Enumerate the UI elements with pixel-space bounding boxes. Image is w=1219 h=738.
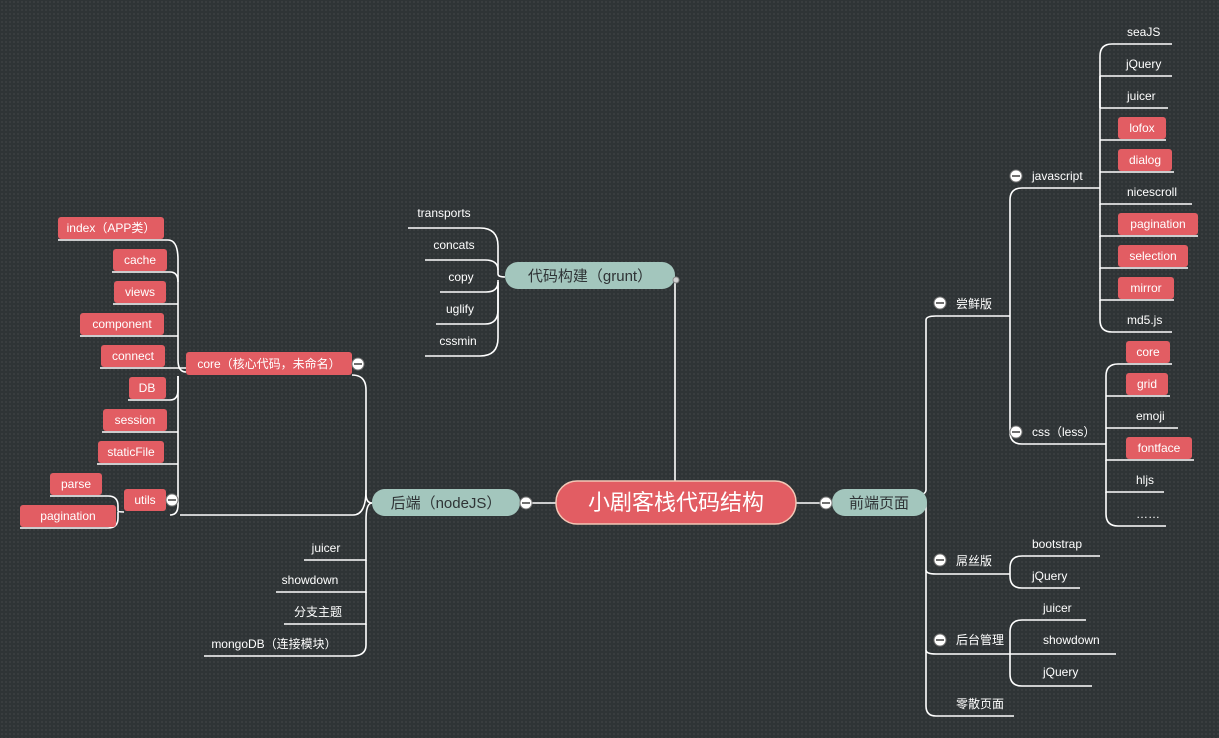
core-child-connect-label: connect bbox=[112, 349, 155, 363]
js-libs: seaJS jQuery juicer lofox dialog nicescr… bbox=[1118, 25, 1198, 327]
backend-juicer[interactable]: juicer bbox=[311, 541, 341, 555]
root-node[interactable]: 小剧客栈代码结构 bbox=[555, 480, 797, 525]
core-child-component-label: component bbox=[92, 317, 152, 331]
js-lib-nicescroll[interactable]: nicescroll bbox=[1127, 185, 1177, 199]
ds-libs: bootstrap jQuery bbox=[1031, 537, 1082, 583]
branch-grunt[interactable]: 代码构建（grunt） bbox=[505, 262, 675, 289]
core-node[interactable]: core（核心代码，未命名） bbox=[186, 352, 352, 375]
css-lib-core[interactable]: core bbox=[1126, 341, 1170, 363]
grunt-task-concats[interactable]: concats bbox=[433, 238, 474, 252]
backend-branch-topic[interactable]: 分支主题 bbox=[294, 605, 342, 619]
js-lib-selection[interactable]: selection bbox=[1118, 245, 1188, 267]
js-lib-jquery[interactable]: jQuery bbox=[1125, 57, 1161, 71]
css-libs: core grid emoji fontface hljs …… bbox=[1126, 341, 1192, 521]
collapse-toggle-grunt[interactable] bbox=[672, 276, 680, 284]
branch-grunt-label: 代码构建（grunt） bbox=[528, 268, 652, 285]
backend-others: juicer showdown 分支主题 mongoDB（连接模块） bbox=[211, 541, 342, 651]
js-lib-seajs[interactable]: seaJS bbox=[1127, 25, 1160, 39]
admin-lib-juicer[interactable]: juicer bbox=[1042, 601, 1072, 615]
collapse-toggle-utils[interactable] bbox=[165, 493, 179, 507]
css-lib-fontface[interactable]: fontface bbox=[1126, 437, 1192, 459]
grunt-task-transports[interactable]: transports bbox=[417, 206, 470, 220]
collapse-toggle-javascript[interactable] bbox=[1009, 169, 1023, 183]
js-lib-pagination[interactable]: pagination bbox=[1118, 213, 1198, 235]
grunt-task-uglify[interactable]: uglify bbox=[446, 302, 474, 316]
js-lib-mirror[interactable]: mirror bbox=[1118, 277, 1174, 299]
collapse-toggles bbox=[165, 169, 1023, 647]
js-lib-selection-label: selection bbox=[1129, 249, 1176, 263]
js-lib-lofox-label: lofox bbox=[1129, 121, 1154, 135]
core-child-db[interactable]: DB bbox=[129, 377, 166, 399]
admin-lib-showdown[interactable]: showdown bbox=[1043, 633, 1100, 647]
js-lib-md5[interactable]: md5.js bbox=[1127, 313, 1162, 327]
core-child-component[interactable]: component bbox=[80, 313, 164, 335]
js-lib-juicer[interactable]: juicer bbox=[1126, 89, 1156, 103]
branch-backend-label: 后端（nodeJS） bbox=[391, 495, 502, 512]
js-lib-mirror-label: mirror bbox=[1130, 281, 1161, 295]
core-child-index-label: index（APP类） bbox=[67, 221, 156, 235]
collapse-toggle-cx[interactable] bbox=[933, 296, 947, 310]
utils-node[interactable]: utils bbox=[124, 489, 166, 511]
branch-frontend-label: 前端页面 bbox=[849, 495, 909, 512]
utils-label: utils bbox=[134, 493, 155, 507]
collapse-toggle-ds[interactable] bbox=[933, 553, 947, 567]
connectors bbox=[20, 43, 1198, 717]
js-lib-lofox[interactable]: lofox bbox=[1118, 117, 1166, 139]
ds-lib-bootstrap[interactable]: bootstrap bbox=[1032, 537, 1082, 551]
core-child-staticfile[interactable]: staticFile bbox=[98, 441, 164, 463]
utils-children: parse pagination bbox=[20, 473, 116, 527]
core-child-cache-label: cache bbox=[124, 253, 156, 267]
section-admin[interactable]: 后台管理 bbox=[956, 632, 1004, 647]
css-lib-grid-label: grid bbox=[1137, 377, 1157, 391]
admin-lib-jquery[interactable]: jQuery bbox=[1042, 665, 1078, 679]
backend-showdown[interactable]: showdown bbox=[282, 573, 339, 587]
css-lib-core-label: core bbox=[1136, 345, 1160, 359]
core-child-connect[interactable]: connect bbox=[101, 345, 165, 367]
core-child-session[interactable]: session bbox=[103, 409, 167, 431]
section-javascript[interactable]: javascript bbox=[1031, 169, 1083, 183]
collapse-toggle-core[interactable] bbox=[351, 357, 365, 371]
core-label: core（核心代码，未命名） bbox=[197, 356, 340, 371]
branch-frontend[interactable]: 前端页面 bbox=[832, 489, 927, 516]
collapse-toggle-admin[interactable] bbox=[933, 633, 947, 647]
core-child-views-label: views bbox=[125, 285, 155, 299]
core-child-views[interactable]: views bbox=[114, 281, 166, 303]
js-lib-pagination-label: pagination bbox=[1130, 217, 1185, 231]
grunt-tasks: transports concats copy uglify cssmin bbox=[417, 206, 476, 348]
grunt-task-cssmin[interactable]: cssmin bbox=[439, 334, 476, 348]
core-child-db-label: DB bbox=[139, 381, 156, 395]
js-lib-dialog-label: dialog bbox=[1129, 153, 1161, 167]
core-child-index[interactable]: index（APP类） bbox=[58, 217, 164, 239]
css-lib-fontface-label: fontface bbox=[1138, 441, 1181, 455]
root-label: 小剧客栈代码结构 bbox=[588, 490, 764, 515]
utils-child-parse-label: parse bbox=[61, 477, 91, 491]
core-child-staticfile-label: staticFile bbox=[107, 445, 155, 459]
css-lib-emoji[interactable]: emoji bbox=[1136, 409, 1165, 423]
utils-child-pagination-label: pagination bbox=[40, 509, 95, 523]
css-lib-more[interactable]: …… bbox=[1136, 507, 1160, 521]
collapse-toggle-backend[interactable] bbox=[519, 496, 533, 510]
core-children: index（APP类） cache views component connec… bbox=[58, 217, 167, 463]
css-lib-hljs[interactable]: hljs bbox=[1136, 473, 1154, 487]
utils-child-parse[interactable]: parse bbox=[50, 473, 102, 495]
grunt-task-copy[interactable]: copy bbox=[448, 270, 473, 284]
utils-child-pagination[interactable]: pagination bbox=[20, 505, 116, 527]
branch-backend[interactable]: 后端（nodeJS） bbox=[372, 489, 520, 516]
collapse-toggle-css[interactable] bbox=[1009, 425, 1023, 439]
core-child-session-label: session bbox=[115, 413, 156, 427]
section-misc[interactable]: 零散页面 bbox=[956, 696, 1004, 711]
admin-libs: juicer showdown jQuery bbox=[1042, 601, 1100, 679]
frontend-sections: 尝鲜版 屌丝版 后台管理 零散页面 javascript css（less） bbox=[956, 169, 1095, 711]
css-lib-grid[interactable]: grid bbox=[1126, 373, 1168, 395]
ds-lib-jquery[interactable]: jQuery bbox=[1031, 569, 1067, 583]
section-ds[interactable]: 屌丝版 bbox=[956, 554, 992, 568]
backend-mongodb[interactable]: mongoDB（连接模块） bbox=[211, 636, 336, 651]
section-cx[interactable]: 尝鲜版 bbox=[956, 296, 992, 311]
core-child-cache[interactable]: cache bbox=[113, 249, 167, 271]
js-lib-dialog[interactable]: dialog bbox=[1118, 149, 1172, 171]
collapse-toggle-frontend[interactable] bbox=[819, 496, 833, 510]
section-css[interactable]: css（less） bbox=[1032, 425, 1095, 439]
